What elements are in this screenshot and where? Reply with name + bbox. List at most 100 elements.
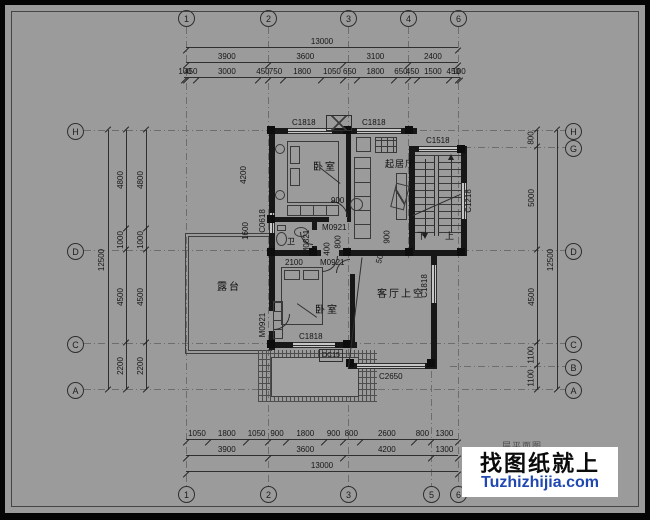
column: [457, 248, 465, 256]
axis-bubble-bottom-2: 2: [260, 486, 277, 503]
dim-value: 2200: [115, 343, 126, 389]
axis-bubble-top-3: 3: [340, 10, 357, 27]
axis-label: 3: [345, 13, 351, 24]
bed-symbol: [281, 267, 323, 325]
window-c1818-top-left: [288, 128, 332, 134]
grid-line-h-B: [450, 366, 566, 367]
dim-value: 12500: [97, 130, 108, 389]
dim-value: 2600: [360, 430, 414, 439]
dim-value: 650: [343, 67, 357, 76]
column: [267, 340, 275, 348]
label-dc15: DC15: [322, 352, 340, 359]
dim-value: 800: [344, 429, 358, 438]
label-c0618: C0618: [257, 209, 267, 233]
axis-bubble-bottom-1: 1: [178, 486, 195, 503]
door-gap-hall: [321, 250, 339, 256]
axis-label: C: [570, 339, 577, 350]
door-gap-bed1: [329, 217, 347, 222]
stairs-arrow-down: [425, 159, 426, 233]
dim-value: 1300: [431, 430, 458, 439]
dim-value: 5000: [526, 147, 537, 251]
axis-bubble-bottom-5: 5: [423, 486, 440, 503]
axis-label: 4: [405, 13, 411, 24]
stairs-arrowhead-down: [422, 233, 428, 239]
axis-label: H: [72, 126, 79, 137]
axis-label: 6: [455, 13, 461, 24]
axis-label: B: [570, 362, 577, 373]
dim-value: 4500: [526, 250, 537, 343]
window-c1518-stair: [419, 146, 457, 152]
nightstand: [275, 144, 285, 154]
door-arc-bed2: [336, 259, 350, 273]
column: [343, 248, 351, 256]
room-label-bedroom-2: 卧室: [315, 305, 339, 316]
axis-bubble-top-2: 2: [260, 10, 277, 27]
dim-value: 1050: [186, 430, 208, 439]
window-c1818-top-right: [357, 128, 401, 134]
axis-label: 1: [183, 13, 189, 24]
grid-line-v-1: [186, 27, 187, 487]
pillow: [284, 270, 300, 280]
grid-line-v-3: [348, 27, 349, 487]
axis-bubble-top-6: 6: [450, 10, 467, 27]
dim-value: 100: [452, 67, 466, 76]
grid-line-v-5: [431, 301, 432, 487]
pillow: [290, 146, 300, 164]
roof-opening: [271, 357, 359, 397]
dim-value: 4800: [115, 130, 126, 229]
toilet-symbol: [277, 225, 286, 231]
dim-value: 900: [268, 430, 287, 439]
flue-box: [326, 115, 352, 131]
wall-bed1-right: [346, 134, 351, 222]
column: [309, 248, 317, 256]
axis-label: G: [569, 143, 577, 154]
axis-bubble-left-D: D: [67, 243, 84, 260]
label-m0921-hall: M0921: [320, 258, 345, 267]
label-m0921-terrace: M0921: [258, 312, 268, 338]
label-m0821-bath: M0821: [302, 229, 312, 255]
stairs-arrow-up: [451, 159, 452, 233]
column: [267, 126, 275, 134]
axis-bubble-left-H: H: [67, 123, 84, 140]
room-label-bedroom-1: 卧室: [313, 162, 337, 173]
door-gap-bath: [312, 230, 317, 246]
grid-line-v-4: [408, 27, 409, 259]
dim-value: 2200: [135, 343, 146, 389]
window-c0618-left: [269, 213, 275, 233]
bed-symbol: [287, 141, 339, 203]
dim-value: 450: [184, 67, 198, 76]
axis-label: D: [72, 246, 79, 257]
axis-label: 3: [345, 489, 351, 500]
dim-value: 3600: [268, 446, 343, 455]
dim-value: 1100: [526, 366, 537, 389]
dim-value: 800: [526, 131, 536, 145]
label-c1818-bed2: C1818: [299, 332, 323, 341]
label-m0921-bed1: M0921: [322, 223, 347, 232]
dim-value: 4500: [115, 250, 126, 343]
door-gap-terrace: [269, 311, 275, 331]
dim-value: 750: [268, 67, 283, 76]
axis-label: A: [72, 385, 79, 396]
axis-label: D: [570, 246, 577, 257]
wall-row-d: [269, 250, 467, 256]
dim-value: 800: [415, 429, 430, 438]
dim-value: 13000: [186, 462, 458, 471]
axis-bubble-bottom-3: 3: [340, 486, 357, 503]
room-label-bath: 卫: [287, 237, 295, 246]
dim-value: 2400: [408, 53, 458, 62]
door-gap-bed2: [350, 256, 355, 274]
axis-label: A: [570, 385, 577, 396]
window-c1818-bed2: [293, 342, 335, 348]
column: [267, 248, 275, 256]
dim-value: 100: [178, 67, 192, 76]
pillow: [303, 270, 319, 280]
window-c2650-void: [357, 363, 425, 369]
label-c2650: C2650: [379, 372, 403, 381]
dim-value: 3000: [196, 68, 259, 77]
dim-value: 1100: [526, 343, 537, 366]
room-label-void: 客厅上空: [377, 289, 425, 300]
dim-col-right-total: 12500: [546, 130, 558, 389]
